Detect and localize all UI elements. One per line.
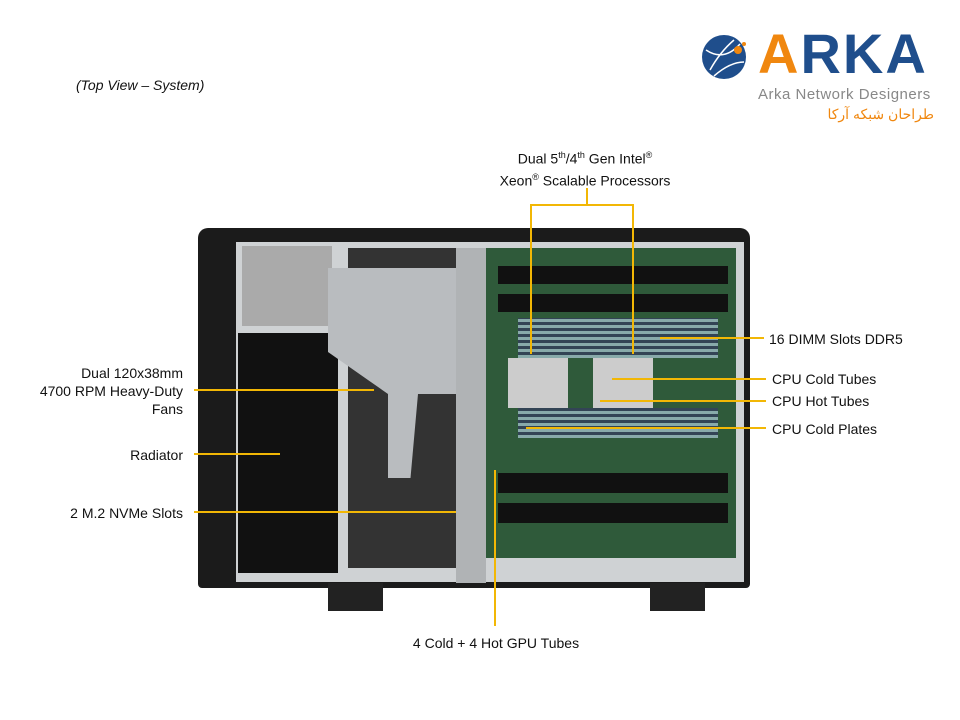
logo-wordmark: ARKA: [758, 22, 928, 85]
arka-logo: ARKA Arka Network Designers طراحان شبکه …: [700, 26, 940, 132]
logo-subtitle: Arka Network Designers: [758, 86, 931, 103]
label-cpu-cold-tubes: CPU Cold Tubes: [772, 371, 877, 387]
label-processors: Dual 5th/4th Gen Intel® Xeon® Scalable P…: [499, 150, 671, 189]
label-radiator: Radiator: [130, 447, 183, 463]
caption: (Top View – System): [76, 77, 205, 93]
label-cpu-cold-plates: CPU Cold Plates: [772, 421, 878, 437]
label-nvme: 2 M.2 NVMe Slots: [70, 505, 183, 521]
label-cpu-hot-tubes: CPU Hot Tubes: [772, 393, 870, 409]
logo-persian: طراحان شبکه آرکا: [827, 106, 934, 122]
system-photo: [198, 228, 750, 611]
label-dimm: 16 DIMM Slots DDR5: [769, 331, 903, 347]
label-gpu-tubes: 4 Cold + 4 Hot GPU Tubes: [412, 635, 580, 651]
globe-icon: [702, 35, 746, 79]
